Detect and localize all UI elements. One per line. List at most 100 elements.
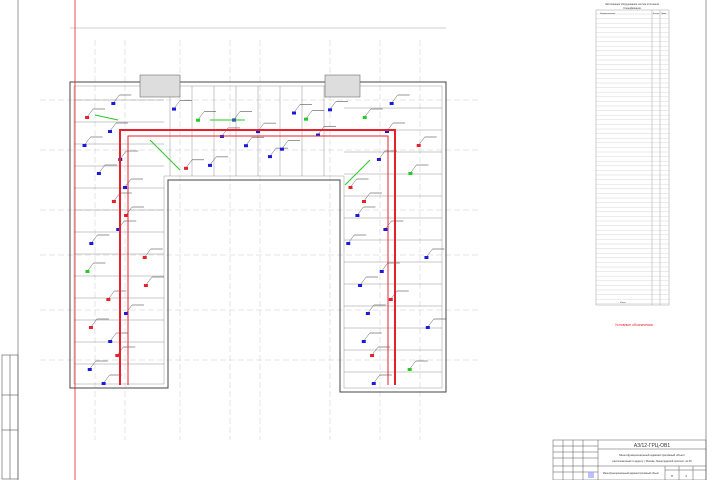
leader-line: [144, 248, 151, 258]
radiator-symbol: [346, 242, 351, 245]
leader-line: [293, 104, 301, 113]
leader-line: [363, 332, 370, 342]
room-partitions: [74, 74, 442, 373]
radiator-symbol: [96, 172, 101, 175]
leader-line: [145, 276, 153, 286]
leader-line: [373, 374, 380, 384]
leader-line: [357, 206, 364, 216]
radiator-symbol: [108, 130, 113, 133]
radiator-symbol: [365, 312, 370, 315]
table-subtitle: Спецификация: [623, 7, 641, 10]
radiator-symbol: [85, 270, 90, 273]
leader-line: [109, 122, 117, 132]
table-total: Итого: [620, 302, 627, 304]
radiator-symbol: [143, 284, 148, 287]
leader-line: [89, 360, 96, 370]
leader-line: [427, 318, 434, 328]
radiator-symbol: [388, 298, 393, 301]
heating-main-pipes: [119, 129, 396, 385]
radiator-symbol: [424, 256, 429, 259]
table-title: Экспликация оборудования систем отоплени…: [605, 3, 660, 6]
leader-line: [426, 248, 433, 258]
radiator-symbol: [385, 130, 390, 133]
leader-line: [269, 148, 277, 157]
leader-line: [108, 290, 115, 300]
radiator-symbol: [407, 368, 412, 371]
leader-line: [185, 159, 193, 168]
radiator-symbol: [304, 117, 308, 121]
radiator-symbol: [355, 214, 360, 217]
equipment-labels: [82, 94, 446, 385]
leader-line: [98, 164, 106, 174]
leader-line: [305, 110, 313, 119]
radiator-symbol: [89, 242, 94, 245]
radiator-symbol: [371, 382, 376, 385]
radiator-symbol: [111, 102, 116, 105]
leader-line: [410, 164, 417, 174]
radiator-symbol: [108, 340, 113, 343]
leader-line: [409, 360, 416, 370]
signature-stamp: [588, 472, 594, 478]
equipment-table: [595, 9, 670, 306]
radiator-symbol: [383, 228, 388, 231]
radiator-symbol: [244, 144, 248, 148]
leader-line: [90, 318, 98, 328]
leader-line: [245, 137, 253, 146]
leader-line: [113, 192, 121, 202]
radiator-symbol: [101, 382, 106, 385]
radiator-symbol: [379, 270, 384, 273]
radiator-symbol: [124, 312, 129, 315]
radiator-symbol: [280, 147, 284, 151]
leader-line: [281, 140, 289, 149]
project-subtitle: расположенный по адресу: г.Москва, Ленин…: [612, 460, 692, 463]
radiator-symbol: [208, 163, 212, 167]
leader-line: [348, 234, 355, 244]
leader-line: [197, 111, 205, 120]
stage: П: [671, 474, 673, 478]
radiator-symbol: [196, 118, 200, 122]
radiator-symbol: [361, 340, 366, 343]
radiator-symbol: [361, 200, 366, 203]
radiator-symbol: [348, 186, 353, 189]
leader-line: [125, 206, 133, 216]
leader-line: [350, 178, 357, 188]
radiator-symbol: [116, 228, 121, 231]
radiator-symbol: [408, 172, 413, 175]
red-note: Условные обозначения: [615, 323, 653, 327]
radiator-symbol: [124, 214, 129, 217]
sheet-code: АЗ/12-ГРЦ-ОВ1: [634, 443, 671, 449]
radiator-symbol: [328, 108, 332, 112]
leader-line: [381, 262, 388, 272]
leader-line: [173, 100, 181, 109]
leader-line: [120, 150, 127, 160]
radiator-symbol: [316, 133, 320, 137]
table-header-note: Прим.: [661, 13, 667, 15]
radiator-symbol: [106, 298, 111, 301]
radiator-symbol: [362, 116, 367, 119]
leader-line: [91, 234, 98, 244]
stair-core: [324, 74, 361, 98]
leader-line: [209, 156, 217, 166]
sheet-name: Многофункциональный административный объ…: [603, 472, 660, 475]
leader-line: [391, 94, 398, 104]
leader-line: [103, 374, 110, 384]
leader-line: [329, 101, 337, 110]
radiator-symbol: [88, 326, 93, 329]
stair-core: [139, 74, 181, 98]
radiator-symbol: [123, 186, 128, 189]
radiator-symbol: [416, 144, 421, 147]
title-block: [552, 439, 707, 480]
leader-line: [418, 136, 425, 146]
leader-line: [359, 276, 367, 286]
radiator-symbol: [358, 284, 363, 287]
radiator-symbol: [85, 116, 90, 119]
leader-line: [233, 111, 241, 120]
leader-line: [87, 262, 94, 272]
table-header-qty: Кол-во: [653, 13, 660, 15]
leader-line: [371, 346, 379, 356]
radiator-symbol: [87, 368, 92, 371]
secondary-pipes: [94, 114, 371, 186]
radiator-symbol: [268, 155, 272, 159]
